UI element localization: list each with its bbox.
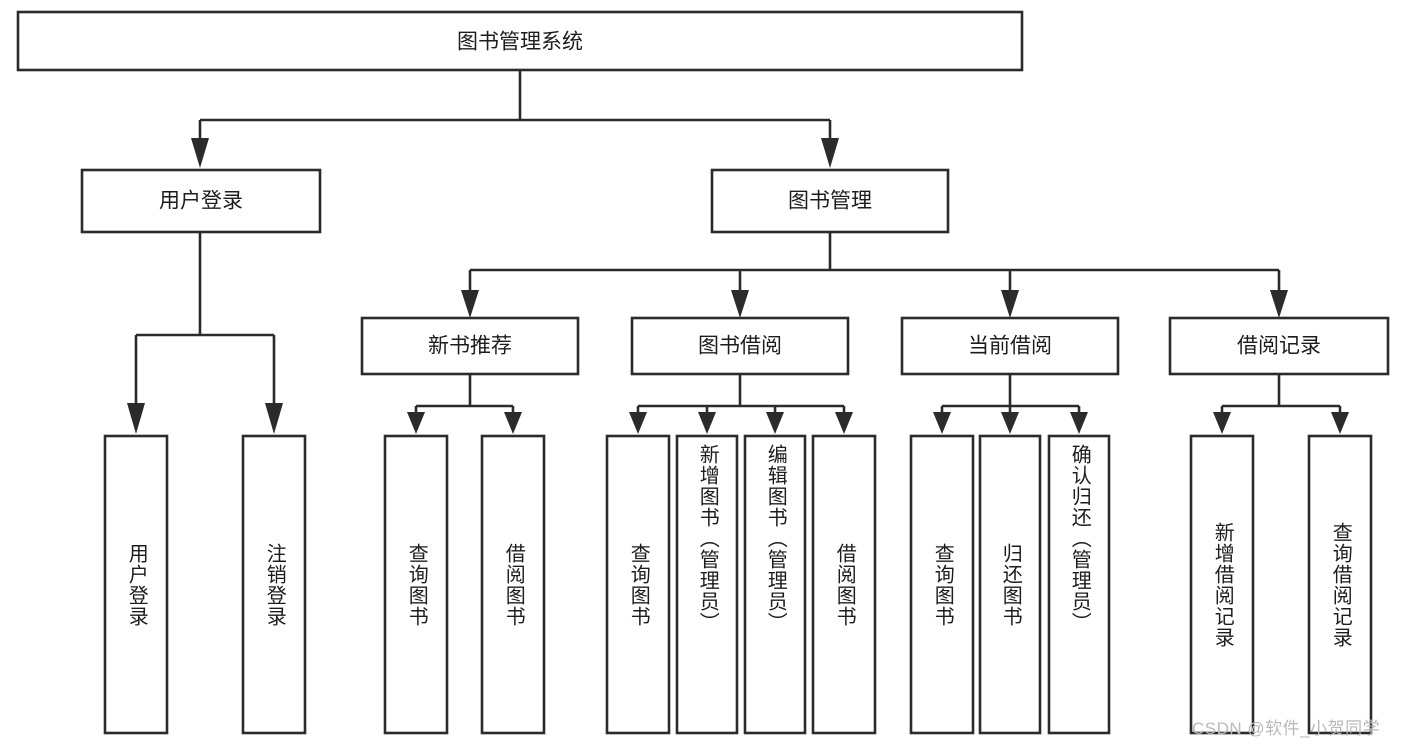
arrow-leaf-query-record <box>1331 412 1349 434</box>
arrow-book-borrow <box>731 290 749 318</box>
arrow-leaf-logout-login <box>265 403 283 434</box>
arrow-leaf-borrow-book-1 <box>504 412 522 434</box>
node-box-root[interactable] <box>16 10 1024 72</box>
node-box-book-management[interactable] <box>710 168 950 234</box>
node-box-leaf-query-book-3[interactable] <box>909 434 975 735</box>
arrow-leaf-borrow-book-2 <box>835 412 853 434</box>
node-label-book-management: 图书管理 <box>788 190 872 213</box>
node-box-leaf-query-book-2[interactable] <box>605 434 671 735</box>
arrow-leaf-confirm-return <box>1070 412 1088 434</box>
node-box-borrow-record[interactable] <box>1168 316 1390 376</box>
arrow-user-login <box>191 138 209 168</box>
arrow-leaf-add-book <box>698 412 716 434</box>
arrow-leaf-query-book-3 <box>933 412 951 434</box>
node-box-leaf-confirm-return[interactable] <box>1047 434 1111 735</box>
arrow-leaf-edit-book <box>766 412 784 434</box>
nodes-group: 图书管理系统 用户登录 图书管理 新书推荐 图书借阅 当前借阅 借阅记录 <box>16 10 1390 735</box>
node-box-current-borrow[interactable] <box>900 316 1120 376</box>
node-label-root: 图书管理系统 <box>457 31 583 54</box>
node-box-leaf-add-record[interactable] <box>1189 434 1255 735</box>
node-label-new-book-recommend: 新书推荐 <box>428 335 512 358</box>
node-box-leaf-logout-login[interactable] <box>241 434 307 735</box>
node-box-leaf-borrow-book-2[interactable] <box>811 434 877 735</box>
arrow-leaf-user-login <box>127 403 145 434</box>
node-box-leaf-add-book[interactable] <box>675 434 739 735</box>
node-label-current-borrow: 当前借阅 <box>968 335 1052 358</box>
node-box-leaf-edit-book[interactable] <box>743 434 807 735</box>
arrow-new-book-recommend <box>461 290 479 318</box>
node-box-leaf-return-book[interactable] <box>978 434 1042 735</box>
node-label-user-login: 用户登录 <box>159 190 243 213</box>
node-box-book-borrow[interactable] <box>630 316 850 376</box>
node-label-borrow-record: 借阅记录 <box>1237 335 1321 358</box>
connectors-group <box>127 70 1349 434</box>
csdn-watermark: CSDN @软件_小贺同学 <box>1192 719 1381 738</box>
arrow-leaf-return-book <box>1001 412 1019 434</box>
arrow-leaf-add-record <box>1213 412 1231 434</box>
arrow-leaf-query-book-1 <box>407 412 425 434</box>
arrow-current-borrow <box>1001 290 1019 318</box>
arrow-leaf-query-book-2 <box>629 412 647 434</box>
arrow-borrow-record <box>1270 290 1288 318</box>
arrow-book-management <box>821 138 839 168</box>
node-box-leaf-query-record[interactable] <box>1307 434 1373 735</box>
node-box-new-book-recommend[interactable] <box>360 316 580 376</box>
node-box-user-login[interactable] <box>80 168 322 234</box>
node-label-book-borrow: 图书借阅 <box>698 335 782 358</box>
node-box-leaf-borrow-book-1[interactable] <box>480 434 546 735</box>
node-box-leaf-query-book-1[interactable] <box>383 434 449 735</box>
node-box-leaf-user-login[interactable] <box>103 434 169 735</box>
